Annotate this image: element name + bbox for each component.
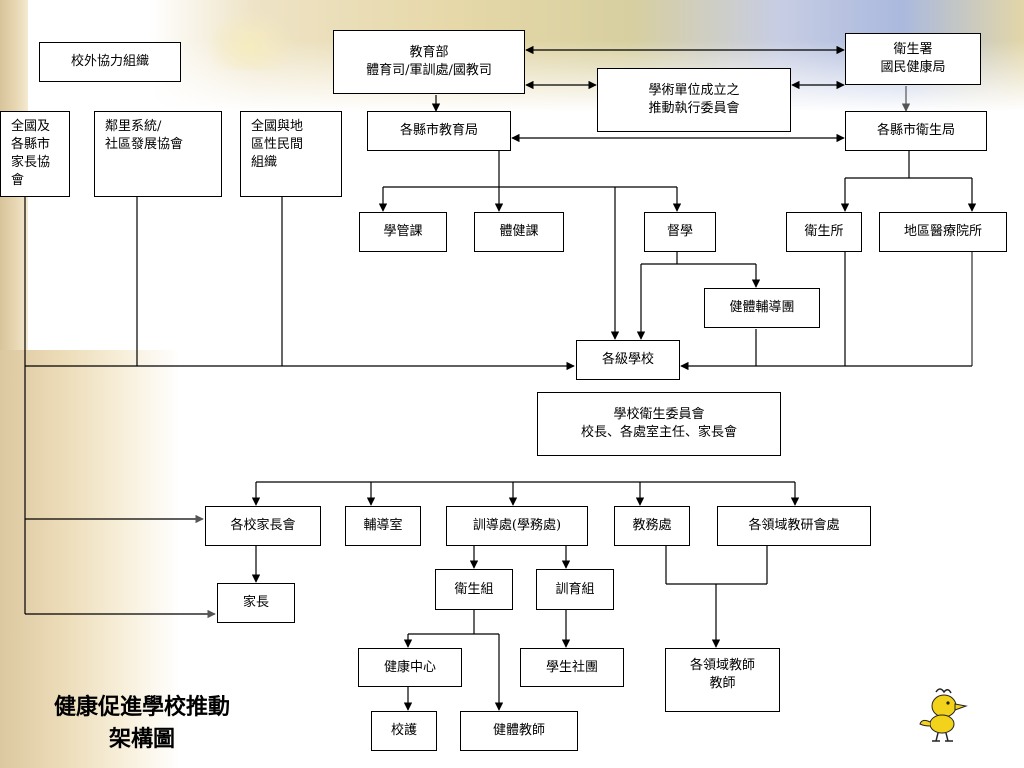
node-doh: 衛生署 國民健康局 [845, 33, 981, 85]
node-school-health-committee: 學校衛生委員會 校長、各處室主任、家長會 [537, 392, 781, 456]
node-ngo-line3: 組織 [251, 155, 278, 170]
node-school-nurse-label: 校護 [390, 723, 417, 738]
node-supervisor: 督學 [644, 212, 716, 252]
node-parents-assoc-line2: 各縣市 [11, 137, 51, 152]
node-county-edu: 各縣市教育局 [367, 111, 511, 151]
node-pe-health-label: 體健課 [499, 224, 539, 239]
node-counseling: 輔導室 [345, 506, 421, 546]
node-parents-assoc-line1: 全國及 [11, 119, 51, 134]
node-student-clubs-label: 學生社團 [545, 659, 598, 675]
node-discipline-section-label: 訓育組 [555, 581, 595, 597]
node-school-health-committee-line2: 校長、各處室主任、家長會 [580, 425, 737, 440]
node-doh-line2: 國民健康局 [880, 60, 946, 75]
node-teaching-research: 各領域教研會處 [717, 506, 871, 546]
node-health-station: 衛生所 [786, 212, 862, 252]
node-community: 鄰里系統/ 社區發展協會 [94, 111, 222, 197]
background-texture-lower-left [0, 350, 180, 768]
node-county-health: 各縣市衛生局 [845, 111, 987, 151]
node-academic-affairs-label: 教務處 [632, 518, 672, 533]
node-academic-affairs: 教務處 [614, 506, 690, 546]
node-school-mgmt: 學管課 [359, 212, 447, 252]
node-student-clubs: 學生社團 [520, 648, 624, 687]
node-schools: 各級學校 [576, 340, 680, 380]
node-outside-org-label: 校外協力組織 [70, 54, 149, 69]
node-health-center: 健康中心 [358, 648, 462, 687]
node-student-affairs: 訓導處(學務處) [446, 506, 588, 546]
node-teaching-research-label: 各領域教研會處 [748, 518, 840, 533]
node-moe: 教育部 體育司/軍訓處/國教司 [333, 30, 525, 94]
node-community-line1: 鄰里系統/ [105, 119, 162, 134]
node-academic-committee: 學術單位成立之 推動執行委員會 [597, 68, 791, 132]
node-parents: 家長 [217, 583, 295, 623]
node-supervisor-label: 督學 [666, 224, 693, 239]
node-outside-org: 校外協力組織 [39, 42, 181, 82]
node-ngo-line2: 區性民間 [251, 137, 304, 152]
node-local-hospital: 地區醫療院所 [879, 212, 1007, 252]
node-pe-teachers: 健體教師 [460, 711, 578, 751]
bird-mascot-icon [919, 688, 968, 742]
slide-title-line1: 健康促進學校推動 [53, 695, 230, 720]
node-moe-line2: 體育司/軍訓處/國教司 [366, 63, 492, 78]
node-domain-teachers: 各領域教師 教師 [665, 648, 780, 712]
node-community-line2: 社區發展協會 [105, 137, 184, 152]
node-school-parents: 各校家長會 [205, 506, 321, 546]
node-school-parents-label: 各校家長會 [230, 518, 296, 533]
node-parents-assoc: 全國及 各縣市 家長協 會 [0, 111, 70, 197]
node-schools-label: 各級學校 [601, 352, 654, 367]
node-domain-teachers-line1: 各領域教師 [689, 658, 755, 673]
node-student-affairs-label: 訓導處(學務處) [472, 518, 562, 533]
node-health-station-label: 衛生所 [804, 224, 844, 239]
node-discipline-section: 訓育組 [536, 569, 614, 610]
background-leaf [205, 10, 295, 70]
slide-title: 健康促進學校推動 架構圖 [22, 692, 262, 756]
node-parents-assoc-line3: 家長協 [11, 155, 51, 170]
node-health-section-label: 衛生組 [454, 581, 494, 597]
node-fitness-team-label: 健體輔導團 [729, 300, 795, 315]
node-parents-label: 家長 [242, 595, 269, 610]
node-health-center-label: 健康中心 [383, 659, 436, 675]
node-pe-health: 體健課 [474, 212, 564, 252]
node-school-health-committee-line1: 學校衛生委員會 [613, 407, 705, 422]
node-county-health-label: 各縣市衛生局 [876, 123, 955, 138]
node-health-section: 衛生組 [435, 569, 513, 610]
node-fitness-team: 健體輔導團 [704, 288, 820, 328]
node-moe-line1: 教育部 [409, 45, 449, 60]
node-parents-assoc-line4: 會 [11, 173, 25, 188]
node-academic-committee-line1: 學術單位成立之 [648, 83, 740, 98]
node-ngo-line1: 全國與地 [251, 119, 304, 134]
slide-title-line2: 架構圖 [108, 727, 175, 752]
node-local-hospital-label: 地區醫療院所 [903, 224, 982, 239]
node-county-edu-label: 各縣市教育局 [399, 123, 478, 138]
node-domain-teachers-line2: 教師 [709, 676, 736, 691]
node-school-mgmt-label: 學管課 [383, 224, 423, 239]
node-counseling-label: 輔導室 [363, 518, 403, 533]
node-ngo: 全國與地 區性民間 組織 [240, 111, 342, 197]
node-school-nurse: 校護 [371, 711, 437, 751]
node-academic-committee-line2: 推動執行委員會 [648, 101, 740, 116]
node-pe-teachers-label: 健體教師 [492, 723, 545, 738]
node-doh-line1: 衛生署 [893, 42, 933, 57]
